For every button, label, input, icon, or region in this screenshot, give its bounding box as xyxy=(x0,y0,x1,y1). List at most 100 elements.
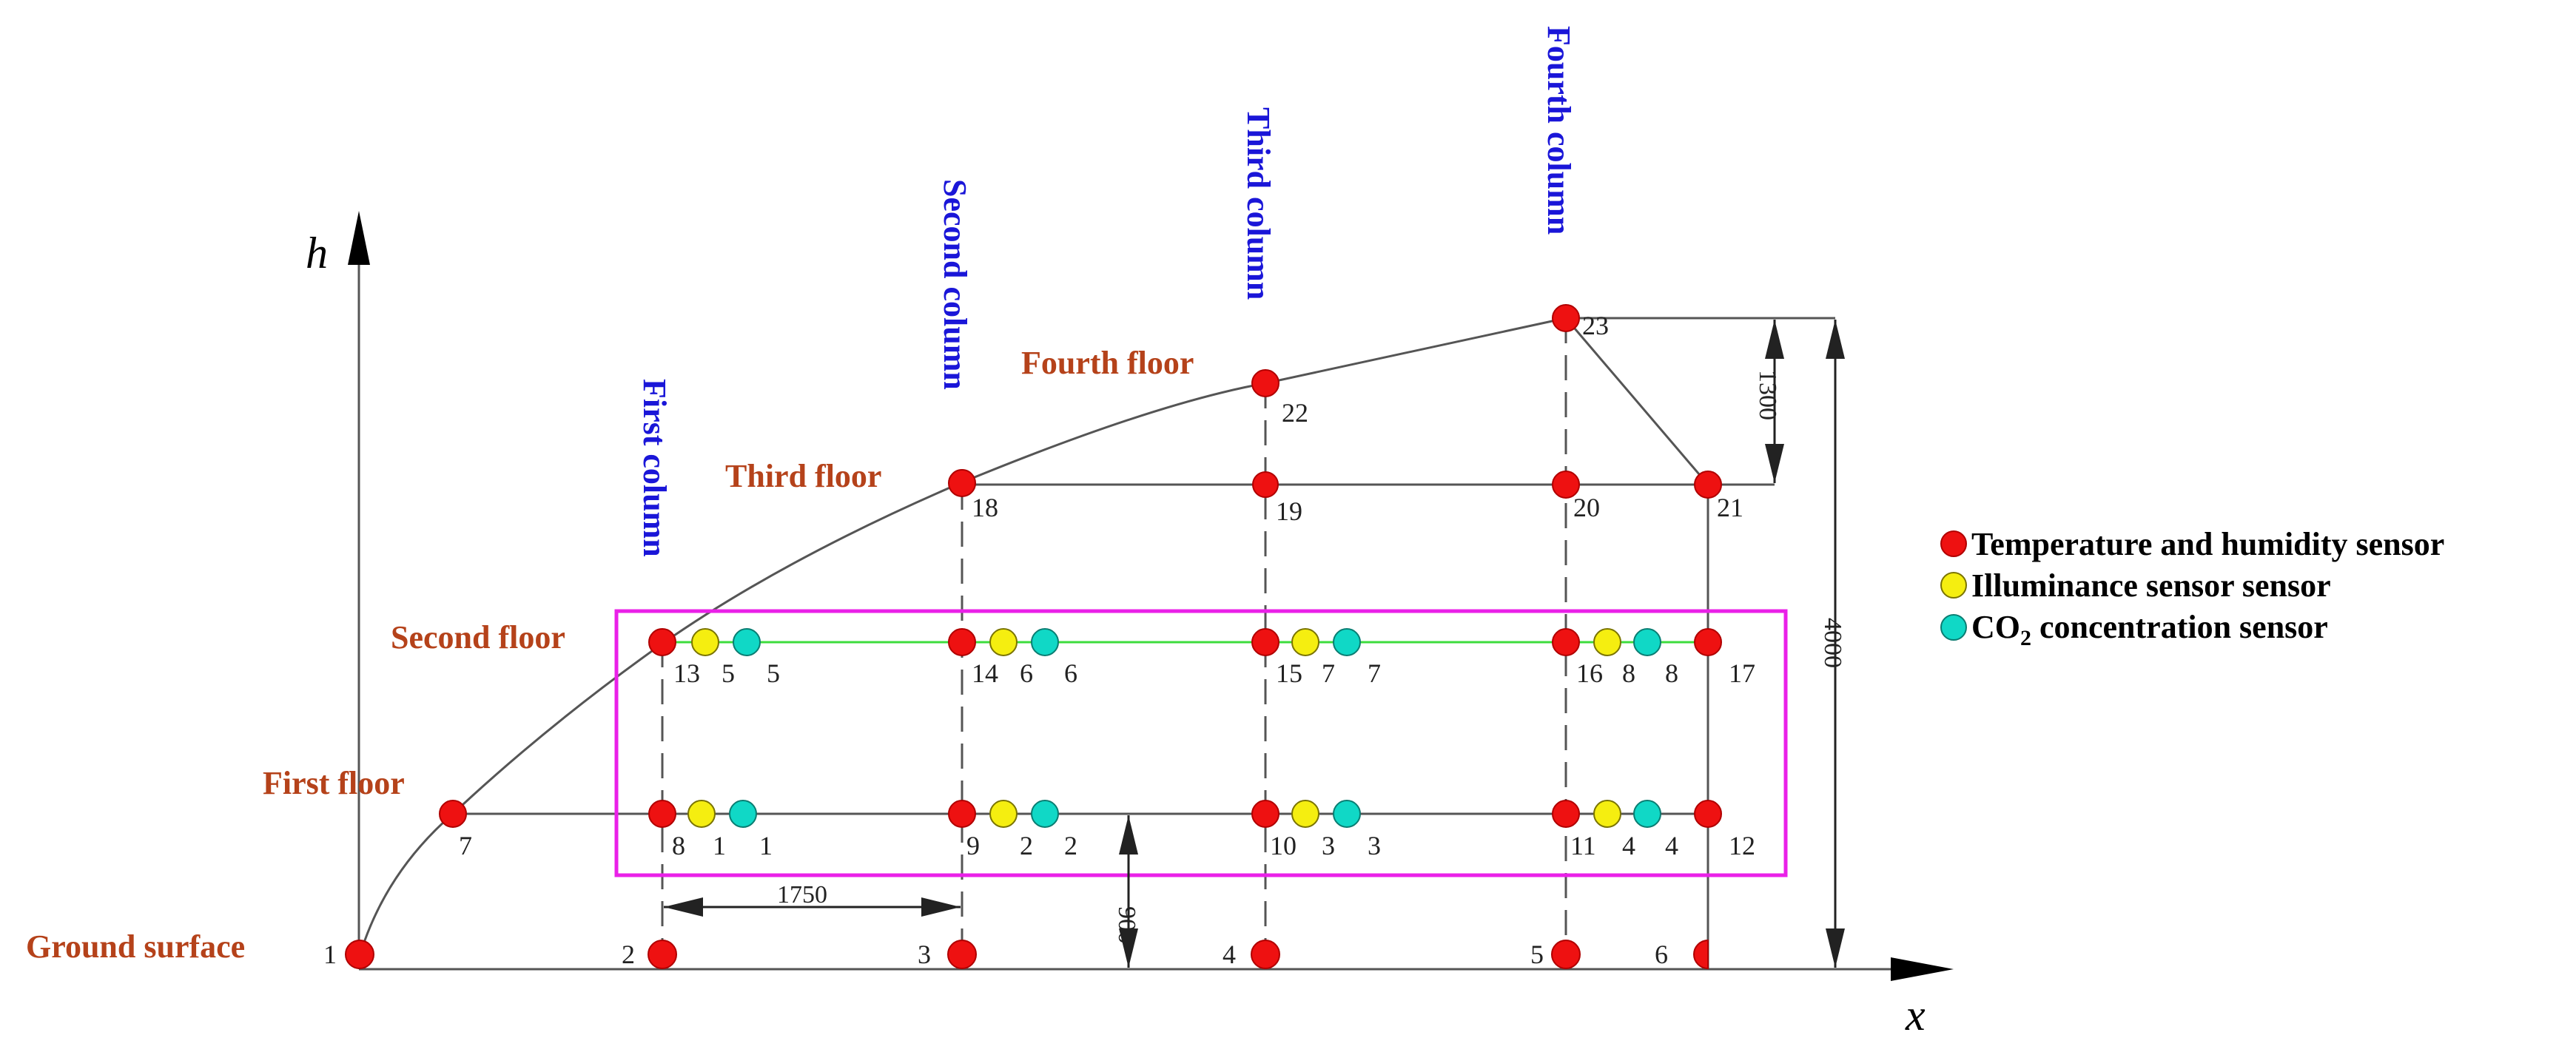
column-dashed-lines xyxy=(661,318,1567,956)
temp-label-7: 7 xyxy=(459,831,472,860)
legend-temperature-swatch xyxy=(1940,530,1967,557)
x-axis-label: x xyxy=(1905,991,1926,1039)
legend-co2-prefix: CO xyxy=(1971,609,2020,645)
temp-label-23: 23 xyxy=(1582,311,1609,340)
illum-label-2: 2 xyxy=(1020,831,1033,860)
temp-sensor-9 xyxy=(948,800,976,828)
temp-label-11: 11 xyxy=(1570,831,1596,860)
dim-1750-arrow-right xyxy=(921,897,961,917)
illum-sensor-7 xyxy=(1291,628,1319,656)
co2-sensor-5 xyxy=(733,628,761,656)
temp-label-20: 20 xyxy=(1573,493,1600,522)
temp-label-14: 14 xyxy=(972,658,998,688)
dim-900-arrow-bottom xyxy=(1119,928,1138,968)
illum-label-8: 8 xyxy=(1622,658,1635,688)
temp-sensor-1 xyxy=(345,940,374,969)
illum-sensor-5 xyxy=(691,628,719,656)
ground-surface-label: Ground surface xyxy=(26,928,245,965)
temp-sensor-11 xyxy=(1552,800,1580,828)
co2-label-8: 8 xyxy=(1665,658,1678,688)
temp-label-9: 9 xyxy=(966,831,980,860)
legend-co2-suffix: concentration sensor xyxy=(2031,609,2328,645)
legend-co2-label: CO2 concentration sensor xyxy=(1971,609,2328,650)
co2-sensor-labels: 1 2 3 4 5 6 7 8 xyxy=(759,658,1678,860)
temp-sensor-18 xyxy=(948,469,976,497)
illum-label-1: 1 xyxy=(713,831,726,860)
co2-sensor-8 xyxy=(1633,628,1661,656)
temp-label-19: 19 xyxy=(1276,496,1302,526)
first-floor-label: First floor xyxy=(263,765,405,801)
co2-sensor-3 xyxy=(1333,800,1361,828)
temp-label-18: 18 xyxy=(972,493,998,522)
legend-co2-swatch xyxy=(1940,614,1967,641)
fourth-floor-label: Fourth floor xyxy=(1021,345,1194,381)
second-column-label: Second column xyxy=(937,179,973,390)
temp-sensor-22 xyxy=(1251,369,1279,397)
illum-label-6: 6 xyxy=(1020,658,1033,688)
co2-sensor-6 xyxy=(1031,628,1059,656)
co2-sensor-2 xyxy=(1031,800,1059,828)
illuminance-sensors xyxy=(687,628,1621,828)
axes xyxy=(357,252,1894,971)
illum-sensor-2 xyxy=(989,800,1018,828)
co2-label-7: 7 xyxy=(1368,658,1381,688)
dim-1300-arrow-top xyxy=(1765,320,1784,359)
third-column-label: Third column xyxy=(1240,107,1277,300)
temp-sensor-20 xyxy=(1552,471,1580,499)
illum-sensor-6 xyxy=(989,628,1018,656)
co2-label-2: 2 xyxy=(1064,831,1077,860)
x-axis-arrow xyxy=(1891,957,1954,981)
co2-label-4: 4 xyxy=(1665,831,1678,860)
h-axis-arrow xyxy=(348,211,370,265)
dim-900-arrow-top xyxy=(1119,815,1138,855)
temp-sensor-8 xyxy=(648,800,676,828)
temperature-sensors xyxy=(345,304,1722,970)
illuminance-sensor-labels: 1 2 3 4 5 6 7 8 xyxy=(713,658,1635,860)
temp-sensor-17 xyxy=(1694,628,1722,656)
dim-900-label: 900 xyxy=(1113,906,1140,944)
temp-label-13: 13 xyxy=(673,658,700,688)
temp-sensor-3 xyxy=(947,940,977,969)
temp-label-3: 3 xyxy=(918,940,931,969)
temp-sensor-6 xyxy=(1693,939,1709,970)
temp-label-10: 10 xyxy=(1270,831,1297,860)
dim-4000-arrow-top xyxy=(1826,320,1845,359)
legend-illuminance-swatch xyxy=(1940,572,1967,599)
temp-label-22: 22 xyxy=(1282,398,1308,428)
temp-sensor-13 xyxy=(648,628,676,656)
first-column-label: First column xyxy=(636,379,673,557)
illum-sensor-4 xyxy=(1593,800,1621,828)
illum-sensor-1 xyxy=(687,800,716,828)
co2-sensor-7 xyxy=(1333,628,1361,656)
dim-4000-arrow-bottom xyxy=(1826,928,1845,968)
temp-sensor-10 xyxy=(1251,800,1279,828)
second-floor-label: Second floor xyxy=(391,619,565,655)
temp-label-6: 6 xyxy=(1655,940,1668,969)
dim-4000-label: 4000 xyxy=(1819,618,1846,668)
temp-sensor-5 xyxy=(1551,940,1581,969)
temp-sensor-21 xyxy=(1694,471,1722,499)
temp-sensor-7 xyxy=(439,800,467,828)
temp-label-15: 15 xyxy=(1276,658,1302,688)
dimension-lines xyxy=(664,320,1845,968)
co2-sensors xyxy=(729,628,1661,828)
temp-label-21: 21 xyxy=(1717,493,1743,522)
illum-label-4: 4 xyxy=(1622,831,1635,860)
temp-label-5: 5 xyxy=(1530,940,1544,969)
co2-label-6: 6 xyxy=(1064,658,1077,688)
temp-sensor-19 xyxy=(1252,471,1279,498)
temp-sensor-14 xyxy=(948,628,976,656)
h-axis-label: h xyxy=(306,229,328,277)
highlight-box xyxy=(614,609,1788,877)
dim-1750-arrow-left xyxy=(664,897,703,917)
temp-sensor-23 xyxy=(1552,304,1580,332)
co2-label-1: 1 xyxy=(759,831,773,860)
legend: Temperature and humidity sensor Illumina… xyxy=(1940,526,2444,650)
dim-1300-arrow-bottom xyxy=(1765,444,1784,483)
temp-label-16: 16 xyxy=(1576,658,1603,688)
legend-temperature-label: Temperature and humidity sensor xyxy=(1971,526,2444,562)
temp-sensor-16 xyxy=(1552,628,1580,656)
illum-label-3: 3 xyxy=(1322,831,1335,860)
co2-sensor-4 xyxy=(1633,800,1661,828)
